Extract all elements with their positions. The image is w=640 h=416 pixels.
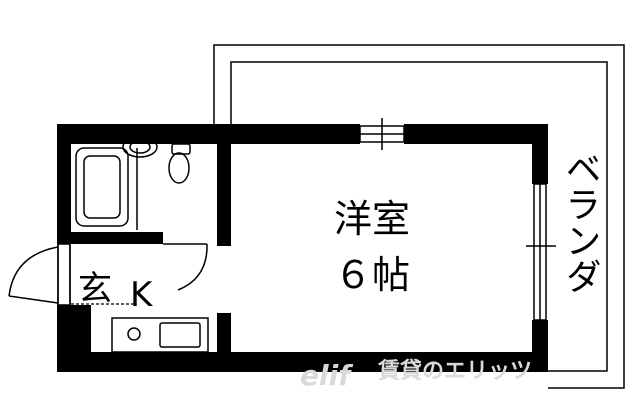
entrance-label: 玄 — [78, 269, 112, 309]
watermark-text: 賃貸のエリッツ — [377, 358, 532, 384]
western-room-label: 洋室 — [334, 197, 410, 241]
interior-walls — [71, 124, 231, 358]
bathtub — [75, 147, 138, 230]
entrance-door — [8, 243, 71, 306]
outer-walls — [57, 124, 548, 372]
bathroom-door — [163, 243, 208, 291]
balcony-label: ベランダ — [560, 150, 601, 294]
kitchen-label: K — [130, 275, 154, 315]
toilet — [168, 143, 191, 184]
western-room-size-label: ６帖 — [334, 253, 410, 297]
kitchen-counter — [111, 317, 209, 353]
window-top — [359, 118, 405, 150]
watermark-brand: elif — [300, 359, 354, 392]
watermark: elif 賃貸のエリッツ — [300, 358, 532, 392]
window-right — [526, 183, 556, 321]
balcony-outline — [213, 44, 625, 389]
washbasin — [122, 136, 158, 158]
